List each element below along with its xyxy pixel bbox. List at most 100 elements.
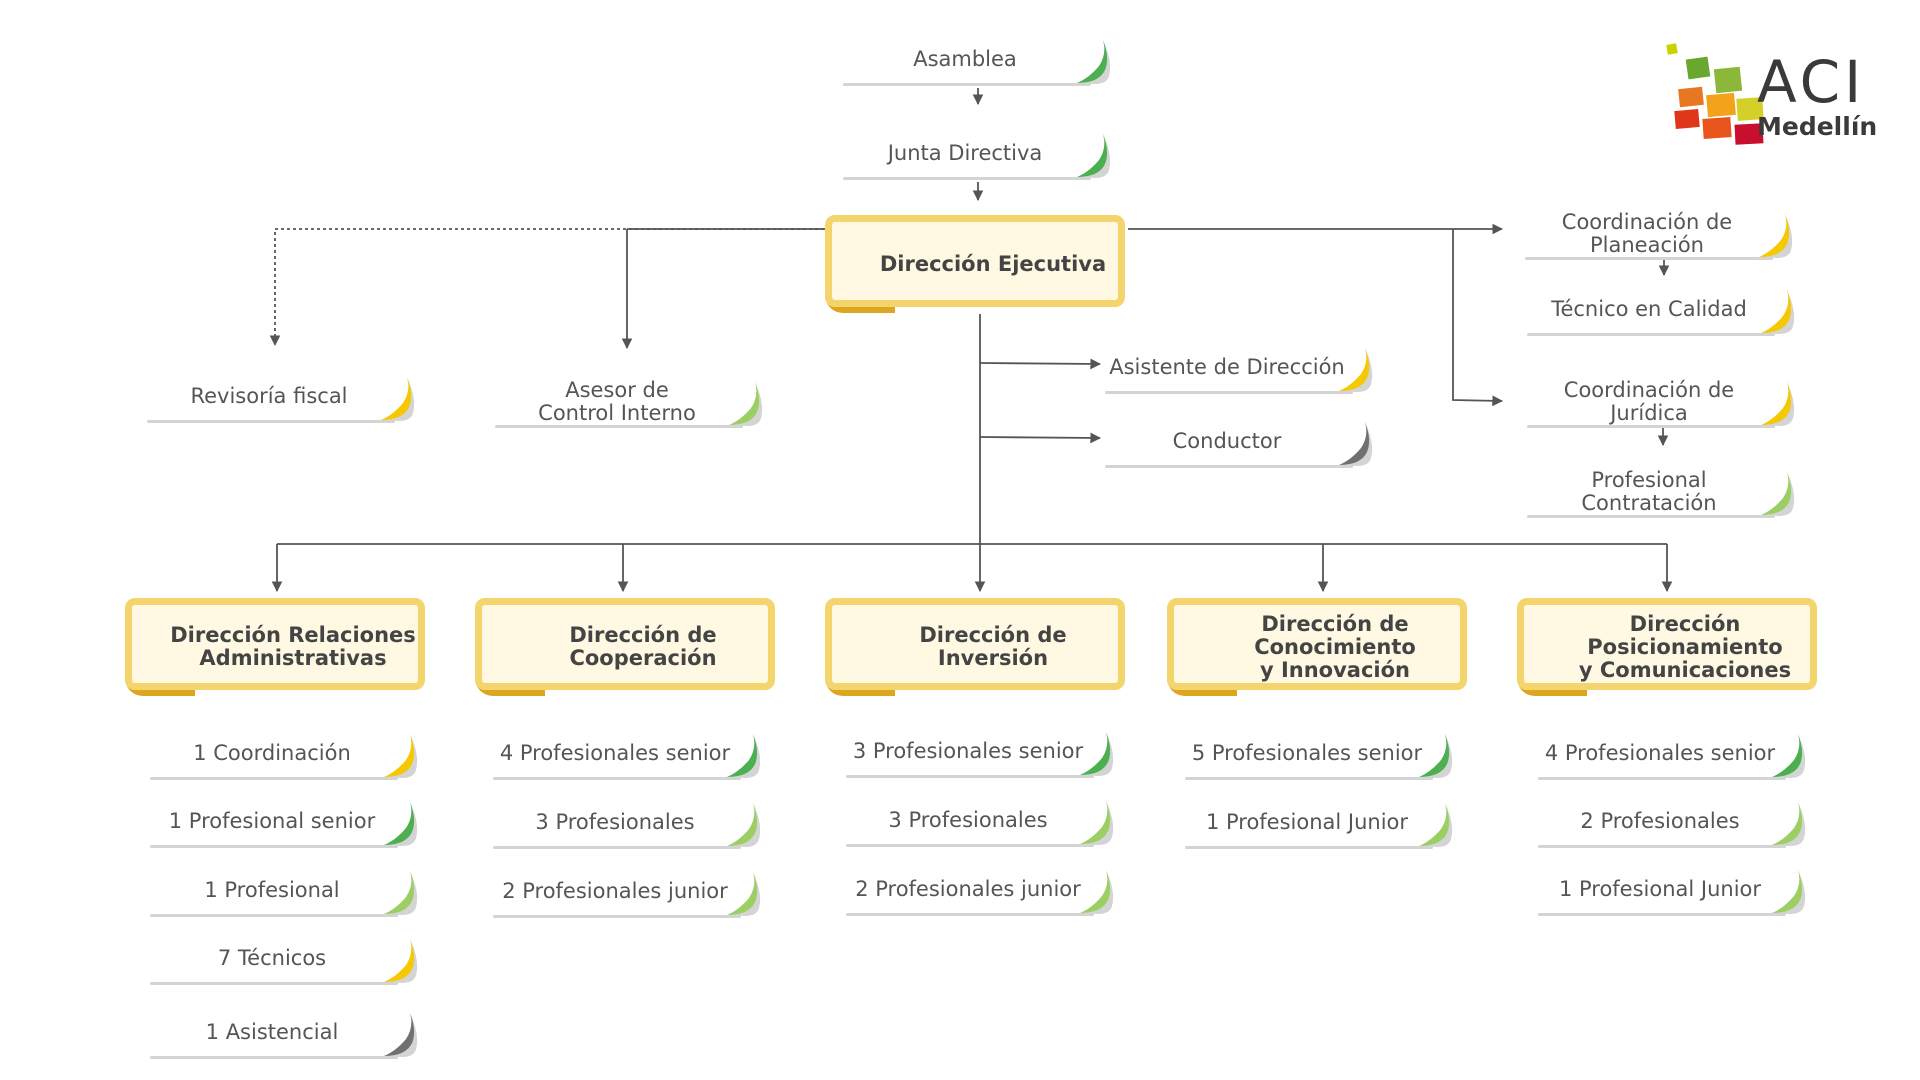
- corner-curl-icon: [1759, 214, 1793, 258]
- node-revisoria-fiscal: Revisoría fiscal: [147, 373, 417, 423]
- role-item: 1 Coordinación: [150, 730, 420, 780]
- box-frame: [125, 598, 425, 690]
- underline: [1105, 391, 1353, 394]
- underline: [1185, 846, 1433, 849]
- node-label: Conductor: [1172, 429, 1282, 453]
- corner-curl-icon: [1761, 382, 1795, 426]
- role-item: 1 Profesional Junior: [1538, 866, 1808, 916]
- corner-curl-icon: [384, 734, 418, 778]
- box-direccion-ejecutiva: Dirección Ejecutiva: [825, 215, 1125, 313]
- role-label: 1 Coordinación: [193, 741, 351, 765]
- corner-curl-icon: [729, 382, 763, 426]
- underline: [846, 913, 1094, 916]
- role-item: 7 Técnicos: [150, 935, 420, 985]
- corner-curl-icon: [1080, 732, 1114, 776]
- role-label: 3 Profesionales: [888, 808, 1048, 832]
- node-label: Junta Directiva: [887, 141, 1043, 165]
- underline: [147, 420, 395, 423]
- role-label: 7 Técnicos: [217, 946, 327, 970]
- box-frame: [1167, 598, 1467, 690]
- role-item: 1 Profesional senior: [150, 798, 420, 848]
- role-label: 1 Profesional: [204, 878, 340, 902]
- role-label: 3 Profesionales: [535, 810, 695, 834]
- corner-curl-icon: [1772, 870, 1806, 914]
- role-label: 4 Profesionales senior: [499, 741, 731, 765]
- role-item: 2 Profesionales junior: [493, 868, 763, 918]
- connector-juridica: [1452, 229, 1504, 407]
- underline: [495, 425, 743, 428]
- node-label: Asamblea: [913, 47, 1017, 71]
- role-item: 5 Profesionales senior: [1185, 730, 1455, 780]
- role-label: 5 Profesionales senior: [1191, 741, 1423, 765]
- logo-mosaic-icon: [1666, 43, 1764, 145]
- underline: [1527, 425, 1775, 428]
- corner-curl-icon: [384, 939, 418, 983]
- role-label: 4 Profesionales senior: [1544, 741, 1776, 765]
- role-item: 2 Profesionales junior: [846, 866, 1116, 916]
- role-label: 2 Profesionales junior: [502, 879, 728, 903]
- role-item: 4 Profesionales senior: [493, 730, 763, 780]
- corner-curl-icon: [384, 802, 418, 846]
- underline: [846, 844, 1094, 847]
- underline: [1185, 777, 1433, 780]
- corner-curl-icon: [1080, 870, 1114, 914]
- role-label: 1 Profesional Junior: [1558, 877, 1762, 901]
- node-asamblea: Asamblea: [843, 36, 1113, 86]
- connector-asistente: [979, 358, 1102, 370]
- role-item: 3 Profesionales: [493, 799, 763, 849]
- role-label: 1 Asistencial: [205, 1020, 339, 1044]
- underline: [1525, 257, 1773, 260]
- corner-curl-icon: [381, 377, 415, 421]
- corner-curl-icon: [1339, 422, 1373, 466]
- corner-curl-icon: [727, 734, 761, 778]
- corner-curl-icon: [727, 872, 761, 916]
- node-asistente-direccion: Asistente de Dirección: [1105, 344, 1375, 394]
- corner-curl-icon: [1419, 803, 1453, 847]
- underline: [843, 83, 1091, 86]
- connector-conductor: [979, 432, 1102, 444]
- corner-curl-icon: [1419, 734, 1453, 778]
- corner-curl-icon: [1339, 348, 1373, 392]
- underline: [150, 982, 398, 985]
- underline: [150, 1056, 398, 1059]
- box-title: Dirección Ejecutiva: [879, 251, 1107, 276]
- node-label: Revisoría fiscal: [190, 384, 348, 408]
- underline: [150, 845, 398, 848]
- role-item: 1 Profesional Junior: [1185, 799, 1455, 849]
- underline: [843, 177, 1091, 180]
- role-label: 2 Profesionales: [1580, 809, 1740, 833]
- underline: [150, 777, 398, 780]
- underline: [1105, 465, 1353, 468]
- corner-curl-icon: [727, 803, 761, 847]
- underline: [1538, 845, 1786, 848]
- node-junta-directiva: Junta Directiva: [843, 130, 1113, 180]
- underline: [150, 914, 398, 917]
- box-frame: [475, 598, 775, 690]
- node-tecnico-calidad: Técnico en Calidad: [1527, 286, 1797, 336]
- role-item: 1 Asistencial: [150, 1009, 420, 1059]
- underline: [1527, 515, 1775, 518]
- corner-curl-icon: [1077, 134, 1111, 178]
- node-label: Asistente de Dirección: [1109, 355, 1345, 379]
- node-conductor: Conductor: [1105, 418, 1375, 468]
- connector-revisoria: [269, 228, 830, 347]
- underline: [1538, 777, 1786, 780]
- role-item: 1 Profesional: [150, 867, 420, 917]
- box-frame: [825, 598, 1125, 690]
